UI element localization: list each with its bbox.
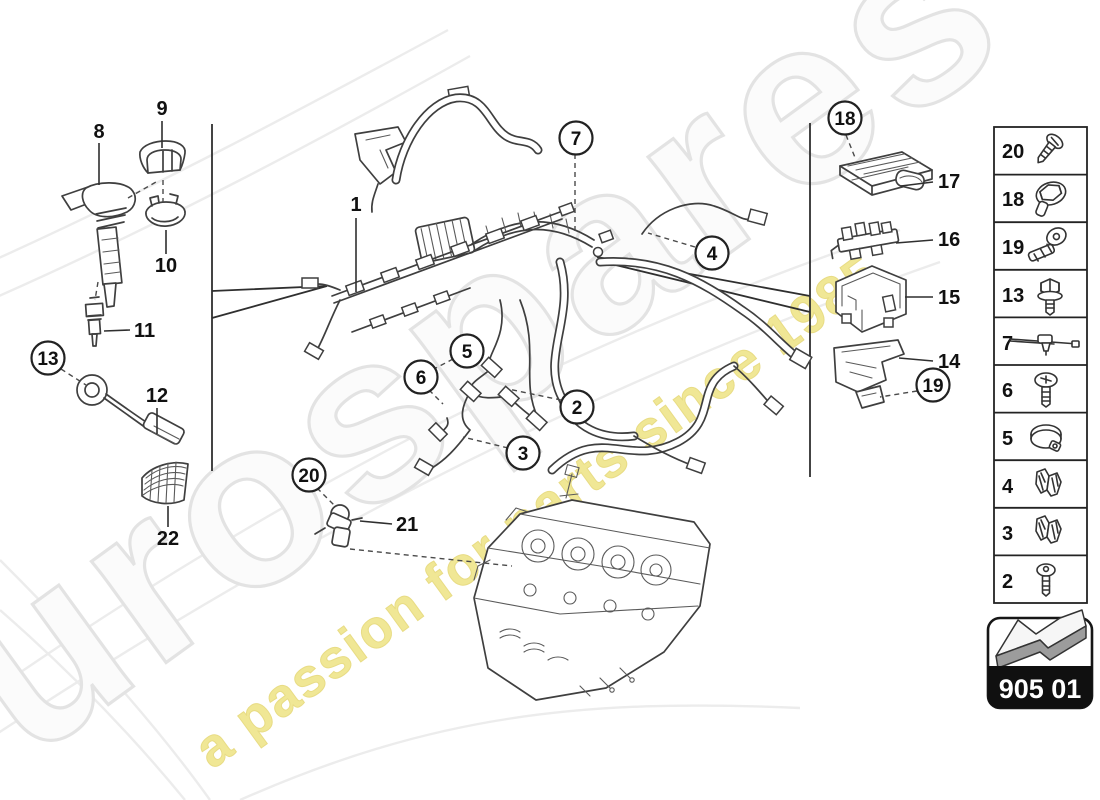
legend-row-13[interactable]: 13	[1002, 278, 1063, 316]
svg-text:16: 16	[938, 229, 960, 251]
legend-row-3[interactable]: 3	[1002, 515, 1062, 545]
coil-cap-drawing	[139, 140, 186, 174]
cable-tie-icon	[1009, 334, 1080, 356]
legend-row-6[interactable]: 6	[1002, 372, 1058, 408]
svg-text:1: 1	[350, 194, 361, 216]
lower-bracket-drawing	[833, 339, 905, 409]
legend-row-7[interactable]: 7	[1002, 333, 1080, 356]
left-column-dashed-links	[94, 180, 164, 301]
svg-text:3: 3	[1002, 523, 1013, 545]
ignition-coil-drawing	[61, 182, 137, 308]
callout-10[interactable]: 10	[155, 230, 177, 277]
callout-15[interactable]: 15	[905, 287, 960, 309]
fastener-legend-table: 20 18 19 13	[993, 126, 1088, 604]
hex-flange-bolt-icon	[1035, 181, 1067, 217]
svg-text:21: 21	[396, 514, 418, 536]
svg-text:22: 22	[157, 528, 179, 550]
callout-11[interactable]: 11	[103, 320, 155, 342]
callout-2[interactable]: 2	[559, 389, 595, 425]
dashed-callout-links	[60, 134, 918, 567]
part-group-arrow-icon	[995, 609, 1087, 669]
svg-text:7: 7	[571, 129, 582, 150]
svg-text:6: 6	[416, 368, 427, 389]
callout-8[interactable]: 8	[93, 121, 105, 185]
svg-text:3: 3	[518, 444, 529, 465]
svg-text:13: 13	[37, 349, 58, 370]
dome-head-screw-icon	[1036, 563, 1056, 597]
knock-sensor-drawing	[76, 374, 185, 445]
mounting-bracket-drawing	[830, 221, 900, 261]
hex-washer-bolt-icon	[1037, 278, 1063, 316]
retaining-clip-icon	[1035, 515, 1062, 544]
pan-head-screw-icon	[1027, 227, 1067, 262]
svg-text:14: 14	[938, 351, 961, 373]
svg-text:4: 4	[1002, 476, 1014, 498]
svg-text:4: 4	[707, 244, 718, 265]
callout-21[interactable]: 21	[359, 514, 418, 536]
svg-text:12: 12	[146, 385, 168, 407]
wiring-harness-drawing	[301, 85, 813, 477]
spark-plug-drawing	[84, 296, 105, 347]
callout-14[interactable]: 14	[898, 351, 961, 373]
callout-5[interactable]: 5	[449, 333, 485, 369]
callout-7[interactable]: 7	[558, 120, 594, 156]
callout-6[interactable]: 6	[403, 359, 439, 395]
coil-retainer-drawing	[145, 193, 186, 227]
legend-row-4[interactable]: 4	[1002, 468, 1062, 498]
svg-text:20: 20	[298, 466, 319, 487]
washer-head-screw-icon	[1034, 372, 1058, 408]
callout-13[interactable]: 13	[30, 340, 66, 376]
cylinder-head-drawing	[473, 464, 711, 701]
svg-text:7: 7	[1002, 333, 1013, 355]
hose-clamp-icon	[1030, 424, 1062, 452]
svg-text:15: 15	[938, 287, 960, 309]
svg-text:20: 20	[1002, 141, 1024, 163]
callout-20[interactable]: 20	[291, 457, 327, 493]
svg-text:8: 8	[93, 121, 104, 143]
legend-row-2[interactable]: 2	[1002, 563, 1056, 597]
callout-4[interactable]: 4	[694, 235, 730, 271]
legend-row-19[interactable]: 19	[1002, 225, 1071, 265]
svg-text:5: 5	[1002, 428, 1013, 450]
svg-text:18: 18	[1002, 189, 1024, 211]
svg-text:19: 19	[1002, 237, 1024, 259]
svg-text:6: 6	[1002, 380, 1013, 402]
svg-text:19: 19	[922, 376, 943, 397]
diagram-code-badge[interactable]: 905 01	[986, 609, 1094, 710]
callout-12[interactable]: 12	[146, 385, 168, 434]
svg-text:10: 10	[155, 255, 177, 277]
svg-text:18: 18	[834, 109, 855, 130]
callout-18[interactable]: 18	[827, 100, 863, 136]
ecu-tray-drawing	[835, 265, 907, 333]
camshaft-sensor-drawing	[314, 504, 363, 548]
protective-sleeve-drawing	[141, 461, 189, 505]
callout-17[interactable]: 17	[900, 171, 960, 193]
tapping-screw-icon	[1037, 133, 1064, 164]
callout-1[interactable]: 1	[350, 194, 362, 292]
svg-text:9: 9	[156, 98, 167, 120]
svg-text:11: 11	[134, 320, 155, 342]
svg-text:905 01: 905 01	[999, 674, 1082, 704]
callout-3[interactable]: 3	[505, 435, 541, 471]
legend-row-5[interactable]: 5	[1002, 424, 1062, 452]
svg-text:13: 13	[1002, 285, 1024, 307]
callout-9[interactable]: 9	[156, 98, 168, 148]
callout-16[interactable]: 16	[895, 229, 960, 251]
legend-row-18[interactable]: 18	[1002, 178, 1071, 219]
svg-text:17: 17	[938, 171, 960, 193]
retaining-clip-icon	[1035, 468, 1062, 497]
svg-text:5: 5	[462, 342, 473, 363]
watermark-ribbons	[0, 28, 941, 800]
svg-text:2: 2	[1002, 571, 1013, 593]
callout-22[interactable]: 22	[157, 506, 179, 550]
control-unit-drawing	[839, 151, 933, 196]
legend-row-20[interactable]: 20	[1002, 131, 1065, 168]
svg-text:2: 2	[572, 398, 583, 419]
callout-19[interactable]: 19	[915, 367, 951, 403]
